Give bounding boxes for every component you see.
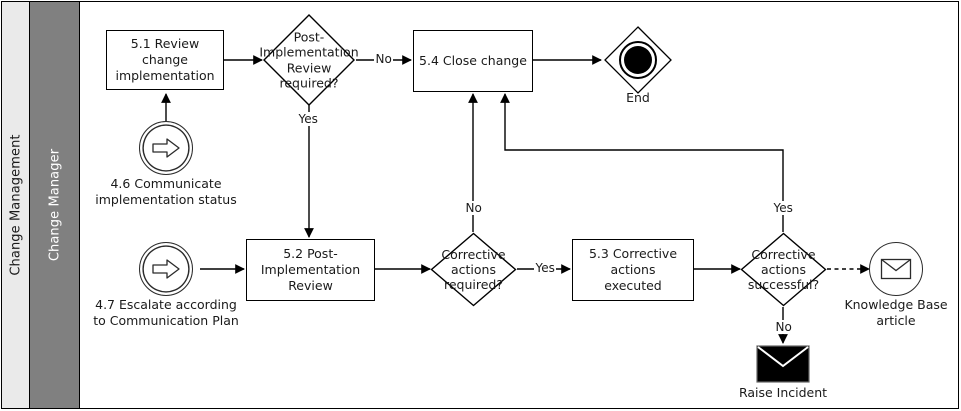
pool-header: Change Management [2, 2, 30, 408]
event-end[interactable] [603, 25, 673, 95]
event-46-communicate-implementation-status[interactable] [139, 121, 193, 175]
end-event-icon [604, 26, 672, 94]
edge-label-gw3-yes: Yes [772, 201, 795, 215]
diamond-icon [263, 14, 355, 106]
event-47-caption: 4.7 Escalate according to Communication … [93, 297, 239, 328]
gateway-corrective-actions-required[interactable]: Corrective actions required? [430, 232, 517, 307]
arrow-right-icon [152, 138, 180, 158]
diamond-icon [740, 232, 827, 307]
diamond-icon [430, 232, 517, 307]
gateway-corrective-actions-successful[interactable]: Corrective actions successful? [740, 232, 827, 307]
event-raise-incident[interactable] [756, 345, 810, 383]
arrow-right-icon [152, 259, 180, 279]
task-label: 5.2 Post- Implementation Review [260, 246, 361, 293]
event-knowledge-base-article[interactable] [869, 242, 923, 296]
edge-label-gw1-no: No [374, 52, 394, 66]
task-52-post-implementation-review[interactable]: 5.2 Post- Implementation Review [246, 239, 375, 301]
gateway-label: Post- Implementation Review required? [259, 29, 359, 91]
envelope-filled-icon [756, 345, 810, 383]
event-knowledge-base-caption: Knowledge Base article [844, 297, 948, 328]
task-53-corrective-actions-executed[interactable]: 5.3 Corrective actions executed [572, 239, 694, 301]
event-end-caption: End [626, 90, 650, 105]
gateway-label: Corrective actions successful? [747, 246, 820, 293]
edge-label-gw2-no: No [464, 201, 484, 215]
edge-label-gw3-no: No [774, 320, 794, 334]
lane-label: Change Manager [47, 148, 62, 262]
task-54-close-change[interactable]: 5.4 Close change [413, 30, 533, 92]
task-label: 5.1 Review change implementation [115, 36, 215, 83]
pool-label: Change Management [8, 134, 23, 276]
edge-label-gw2-yes: Yes [534, 261, 557, 275]
task-label: 5.4 Close change [419, 53, 527, 68]
lane-header-change-manager: Change Manager [30, 2, 80, 408]
event-raise-incident-caption: Raise Incident [738, 385, 828, 400]
event-46-caption: 4.6 Communicate implementation status [95, 176, 237, 207]
event-47-escalate-according-to-communication-plan[interactable] [139, 242, 193, 296]
gateway-label: Corrective actions required? [441, 246, 506, 293]
task-label: 5.3 Corrective actions executed [588, 246, 678, 293]
task-51-review-change-implementation[interactable]: 5.1 Review change implementation [106, 30, 224, 90]
edge-label-gw1-yes: Yes [297, 112, 320, 126]
envelope-icon [880, 258, 912, 280]
gateway-post-implementation-review-required[interactable]: Post- Implementation Review required? [259, 13, 359, 107]
